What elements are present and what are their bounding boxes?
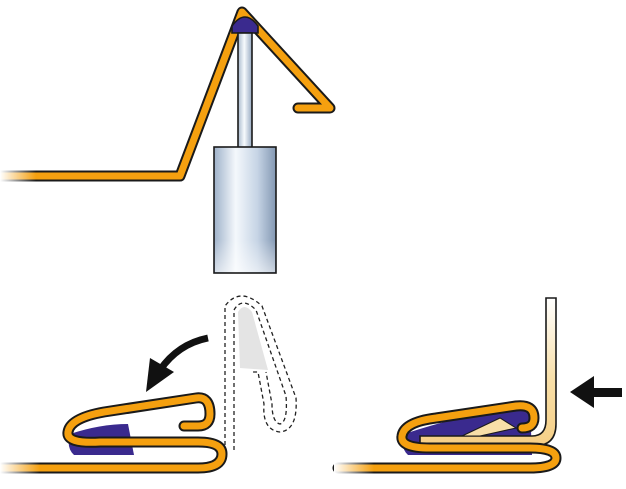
hem-fold-step <box>0 295 297 478</box>
hemming-press-cylinder <box>213 16 277 274</box>
top-panel-flange <box>0 6 336 186</box>
left-arrow-icon <box>570 376 622 408</box>
ghost-sealant <box>238 307 268 370</box>
press-pivot-cap <box>231 16 259 34</box>
ghost-flange-inner <box>233 302 288 450</box>
press-rod <box>237 32 253 150</box>
ghost-flange <box>214 295 297 471</box>
curved-arrow-icon <box>146 334 209 392</box>
hem-press-step <box>332 297 622 478</box>
inner-panel-sealant-edge <box>461 417 518 437</box>
